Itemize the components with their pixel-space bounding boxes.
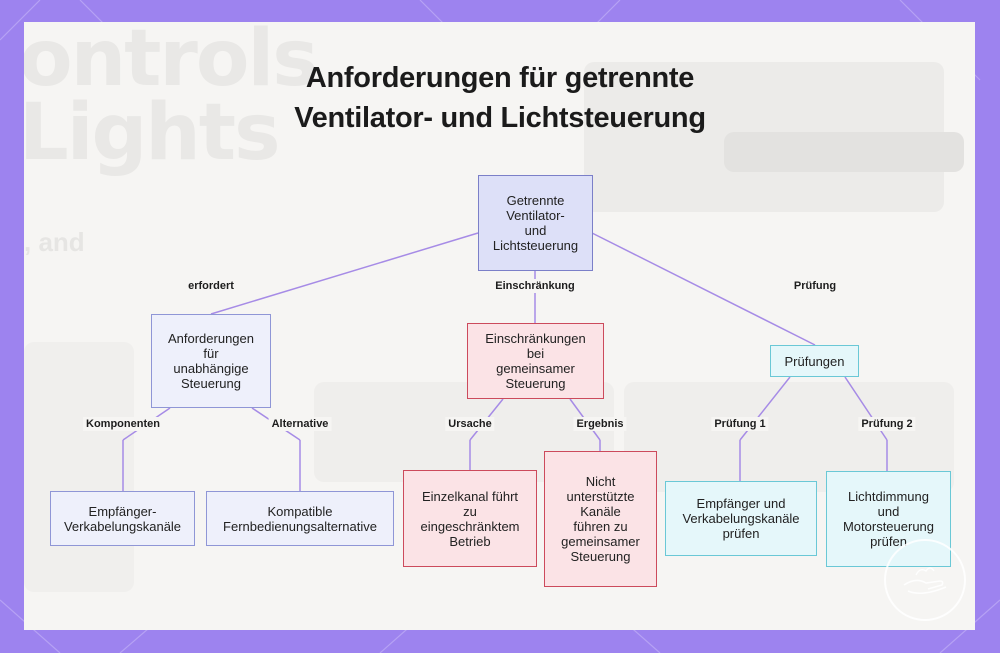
node-text-line: zu (463, 503, 477, 519)
edge-label-alternative: Alternative (268, 417, 332, 431)
node-text-line: gemeinsamer (561, 534, 640, 549)
edge-label-result: Ergebnis (573, 417, 627, 431)
background-decoration-1: ontrols (24, 22, 319, 104)
node-text-line: Nicht (585, 474, 616, 489)
node-text-line: Verkabelungskanäle (63, 518, 182, 534)
node-text-line: für (203, 346, 219, 361)
node-text-line: Kanäle (580, 504, 621, 519)
node-text-line: Empfänger und (696, 496, 786, 511)
node-text-line: Lichtdimmung (848, 489, 929, 504)
node-text-line: prüfen (870, 534, 907, 549)
background-decoration-2: Lights (24, 88, 281, 178)
edge-label-cause: Ursache (445, 417, 495, 431)
node-text-line: Fernbedienungsalternative (223, 518, 377, 534)
node-text-line: Einzelkanal führt (421, 488, 519, 504)
edge-label-limitation: Einschränkung (492, 279, 578, 293)
edge-label-requires: erfordert (185, 279, 237, 293)
background-decoration-3: , and (24, 227, 85, 257)
edge-label-check: Prüfung (790, 279, 840, 293)
node-text-line: prüfen (722, 526, 760, 541)
node-text-line: Betrieb (449, 533, 491, 549)
node-text-line: Lichtsteuerung (492, 238, 579, 253)
edge-label-check-2: Prüfung 2 (858, 417, 916, 431)
node-text-line: Prüfungen (784, 353, 845, 369)
watermark-hand-logo-icon (884, 539, 966, 621)
node-text-line: Ventilator- (506, 208, 565, 223)
node-text-line: gemeinsamer (496, 361, 575, 376)
node-text-line: Verkabelungskanäle (682, 511, 800, 526)
background-shape-5 (24, 342, 134, 592)
node-text-line: Anforderungen (167, 331, 254, 346)
diagram-title-line-2: Ventilator- und Lichtsteuerung (294, 102, 706, 134)
node-checks: Prüfungen (770, 345, 859, 377)
node-text-line: führen zu (573, 519, 628, 534)
edge-label-check-1: Prüfung 1 (711, 417, 769, 431)
node-text-line: Steuerung (570, 549, 631, 564)
node-text-line: Steuerung (505, 376, 566, 391)
node-text-line: unabhängige (173, 361, 249, 376)
node-text-line: Getrennte (506, 193, 565, 208)
node-text-line: Motorsteuerung (842, 519, 935, 534)
node-text-line: eingeschränktem (420, 518, 520, 534)
node-text-line: Einschränkungen (485, 331, 586, 346)
node-text-line: Empfänger- (88, 503, 157, 519)
edge-root-checks (591, 232, 816, 346)
node-text-line: und (877, 504, 900, 519)
node-text-line: unterstützte (566, 489, 635, 504)
diagram-title-line-1: Anforderungen für getrennte (305, 62, 695, 94)
node-text-line: Kompatible (267, 503, 333, 519)
node-text-line: und (524, 223, 547, 238)
node-text-line: bei (526, 346, 545, 361)
node-text-line: Steuerung (181, 376, 241, 391)
node-receiver-wiring-channels: Empfänger-Verkabelungskanäle (50, 491, 195, 546)
background-shape-2 (724, 132, 964, 172)
edge-root-requirements (210, 232, 479, 315)
edge-label-components: Komponenten (83, 417, 163, 431)
